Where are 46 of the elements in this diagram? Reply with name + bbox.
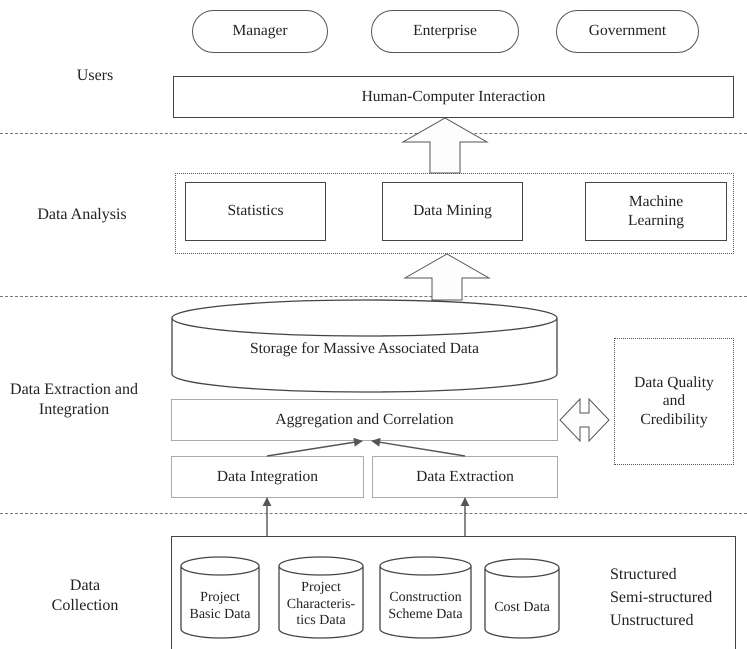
process-box: [372, 456, 558, 498]
node-label: Enterprise: [413, 22, 477, 41]
container-box: [171, 536, 736, 649]
arrow: [262, 497, 272, 536]
node-label: Government: [588, 22, 666, 41]
node-label: Construction Scheme Data: [387, 590, 464, 624]
node-label: Cost Data: [494, 600, 550, 616]
block-arrow: [403, 253, 491, 300]
layer-label: Data Collection: [50, 576, 120, 616]
data-type-label: Semi-structured: [610, 588, 714, 608]
block-arrow: [559, 398, 610, 442]
node-label: Project Basic Data: [188, 590, 252, 624]
user-pill: [556, 10, 699, 53]
node-label: Data Extraction: [416, 468, 514, 486]
node-label: Project Characteris-tics Data: [286, 580, 356, 630]
process-box: [171, 399, 558, 441]
node-label: Machine Learning: [627, 192, 685, 230]
process-box: [382, 182, 523, 241]
layer-label: Users: [76, 66, 114, 86]
node-label: Aggregation and Correlation: [275, 410, 454, 430]
user-pill: [192, 10, 328, 53]
node-label: Manager: [232, 22, 288, 41]
group-box: [175, 173, 734, 254]
data-type-label: Unstructured: [610, 611, 695, 631]
data-type-label: Structured: [610, 565, 678, 585]
process-box: [585, 182, 727, 241]
process-box: [185, 182, 326, 241]
block-arrow: [401, 117, 489, 174]
node-label: Human-Computer Interaction: [362, 88, 546, 106]
group-box: [614, 338, 734, 465]
arrow: [460, 497, 470, 536]
node-label: Data Quality and Credibility: [633, 374, 715, 430]
database-cylinder: [484, 559, 560, 639]
database-cylinder: [171, 300, 558, 393]
database-cylinder: [278, 557, 364, 639]
database-cylinder: [180, 557, 260, 639]
node-label: Data Mining: [413, 202, 492, 221]
database-cylinder: [379, 557, 472, 639]
node-label: Data Integration: [216, 468, 318, 486]
node-label: Storage for Massive Associated Data: [250, 340, 479, 359]
layer-label: Data Extraction and Integration: [10, 380, 138, 420]
process-box: [173, 76, 734, 118]
node-label: Statistics: [228, 202, 284, 221]
process-box: [171, 456, 364, 498]
layer-label: Data Analysis: [36, 205, 128, 225]
user-pill: [371, 10, 519, 53]
